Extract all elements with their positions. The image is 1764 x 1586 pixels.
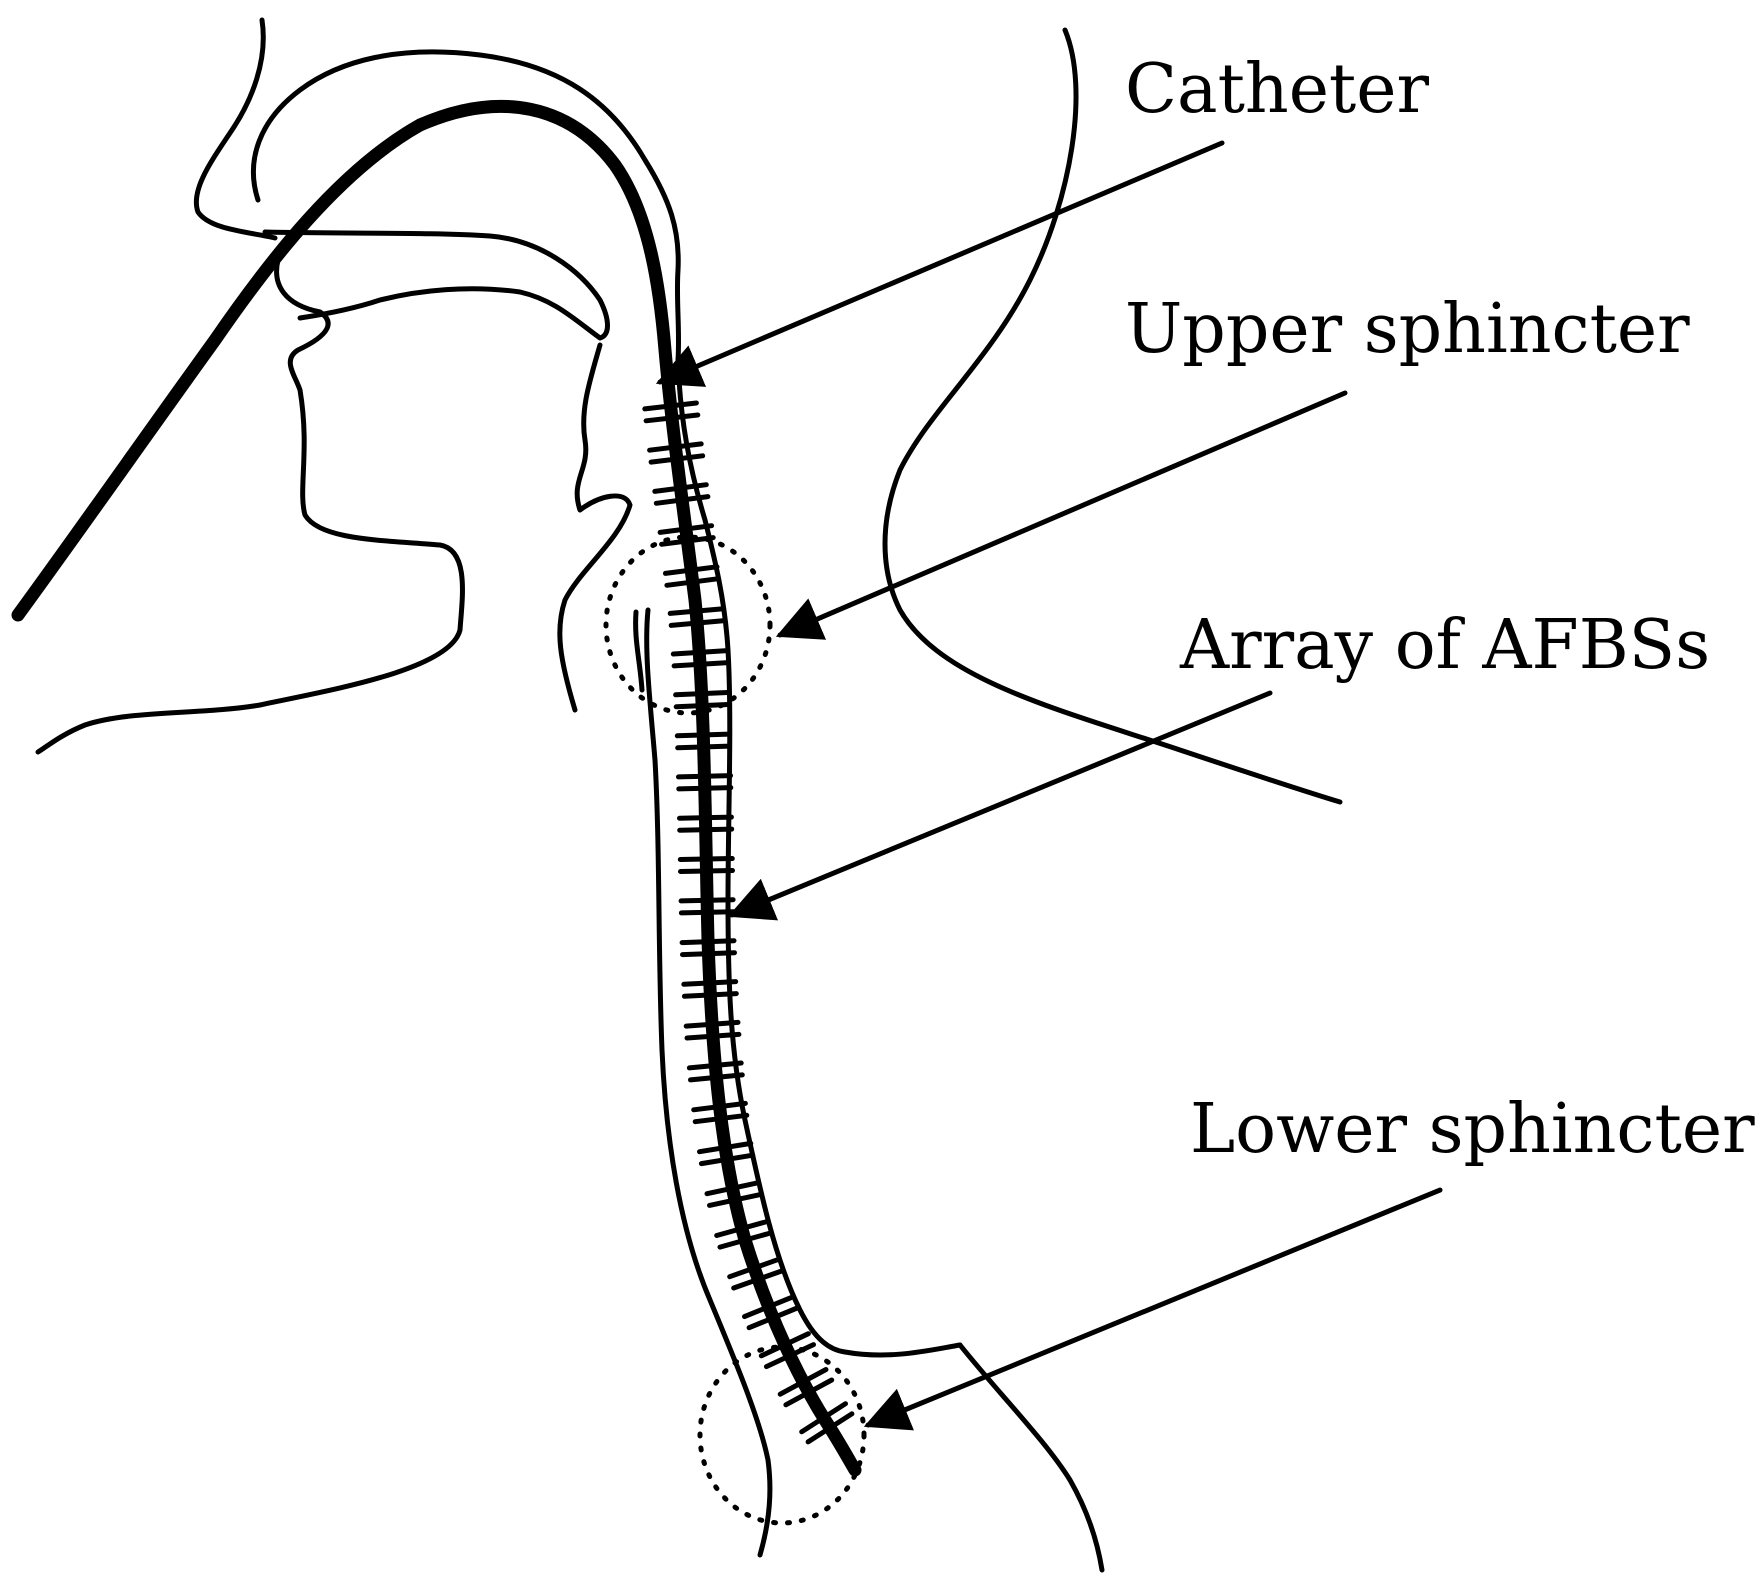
- afbs-sensor-tick: [668, 618, 726, 628]
- afbs-sensor-tick: [667, 606, 725, 616]
- lower-sphincter-arrow: [863, 1187, 1443, 1431]
- nasal-cavity-outline: [250, 49, 682, 363]
- afbs-sensor-tick: [742, 1294, 796, 1320]
- afbs-sensor-tick: [777, 1367, 829, 1397]
- afbs-sensor-tick: [664, 576, 721, 588]
- afbs-sensor-tick: [704, 1180, 761, 1197]
- afbs-sensor-tick: [697, 1140, 754, 1155]
- afbs-sensor-tick: [731, 1268, 786, 1291]
- label-lower-sphincter: Lower sphincter: [1190, 1090, 1755, 1169]
- afbs-sensor-tick: [678, 897, 736, 904]
- afbs-sensor-tick: [678, 909, 736, 916]
- afbs-sensor-tick: [677, 856, 735, 862]
- afbs-sensor-tick: [678, 868, 735, 874]
- afbs-sensor-tick: [671, 660, 729, 669]
- afbs-sensor-tick: [714, 1219, 770, 1238]
- afbs-sensor-tick: [642, 400, 699, 412]
- label-upper-sphincter: Upper sphincter: [1125, 290, 1690, 369]
- label-catheter: Catheter: [1125, 50, 1430, 129]
- afbs-sensor-tick: [670, 648, 728, 657]
- catheter-arrow: [655, 140, 1225, 387]
- afbs-sensor-tick: [643, 412, 701, 424]
- esophagus-anterior-wall: [633, 607, 773, 1558]
- neck-back-outline: [882, 27, 1343, 805]
- afbs-sensor-tick: [674, 731, 732, 739]
- afbs-sensor-tick: [691, 1100, 748, 1113]
- afbs-sensor-tick: [805, 1411, 855, 1445]
- afbs-sensor-tick: [681, 979, 739, 987]
- tongue-outline: [557, 342, 633, 713]
- pharynx-posterior-wall: [675, 357, 963, 1358]
- afbs-sensor-tick: [799, 1401, 848, 1435]
- afbs-sensor-tick: [675, 743, 733, 751]
- afbs-sensor-tick: [746, 1305, 800, 1331]
- afbs-sensor-tick: [684, 1031, 742, 1041]
- palate-outline: [262, 229, 610, 341]
- afbs-sensor-tick: [680, 950, 737, 958]
- afbs-sensor-tick: [676, 785, 734, 792]
- afbs-sensor-tick: [657, 523, 715, 535]
- afbs-sensor-tick: [692, 1112, 750, 1125]
- afbs-sensor-tick: [673, 690, 731, 698]
- upper-sphincter-circle: [603, 534, 773, 716]
- afbs-sensor-tick: [683, 1019, 741, 1029]
- afbs-sensor-tick: [679, 938, 737, 946]
- lower-sphincter-circle: [697, 1344, 867, 1526]
- face-outline: [35, 17, 465, 755]
- afbs-sensor-tick: [686, 1060, 744, 1071]
- afbs-sensor-tick: [653, 494, 711, 506]
- afbs-sensor-tick: [783, 1377, 835, 1408]
- afbs-sensor-tick: [758, 1331, 811, 1359]
- array-arrow: [727, 690, 1273, 921]
- afbs-sensor-array: [642, 400, 855, 1445]
- afbs-sensor-tick: [662, 564, 720, 576]
- afbs-sensor-tick: [681, 991, 739, 999]
- afbs-sensor-tick: [763, 1342, 816, 1370]
- stomach-outline: [957, 1342, 1105, 1573]
- afbs-sensor-tick: [677, 814, 734, 821]
- afbs-sensor-tick: [676, 773, 733, 780]
- afbs-sensor-tick: [659, 535, 716, 547]
- afbs-sensor-tick: [652, 482, 709, 494]
- afbs-sensor-tick: [727, 1256, 782, 1280]
- afbs-sensor-tick: [717, 1230, 773, 1250]
- upper-sphincter-arrow: [775, 390, 1348, 640]
- afbs-sensor-tick: [677, 826, 735, 833]
- afbs-sensor-tick: [698, 1152, 756, 1167]
- afbs-sensor-tick: [707, 1192, 763, 1208]
- afbs-sensor-tick: [647, 441, 704, 453]
- afbs-sensor-tick: [688, 1072, 745, 1083]
- afbs-sensor-tick: [648, 453, 706, 465]
- label-array: Array of AFBSs: [1179, 606, 1710, 685]
